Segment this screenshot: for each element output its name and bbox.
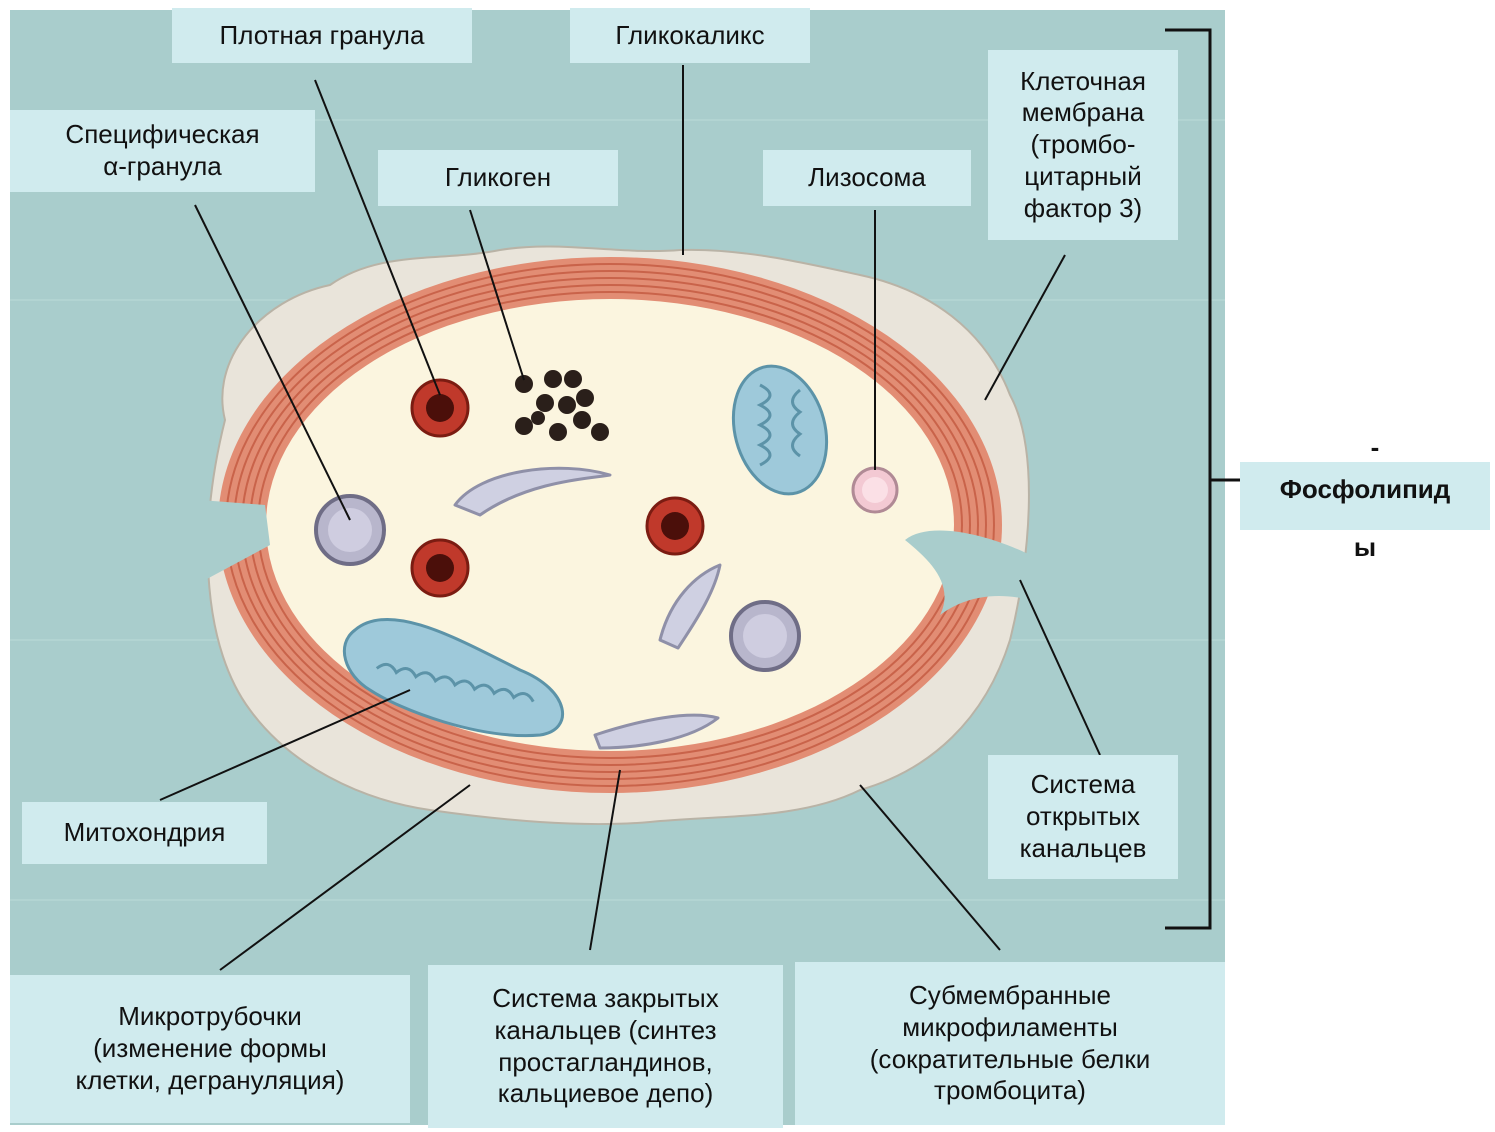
label-glycogen: Гликоген bbox=[378, 150, 618, 206]
label-lysosome: Лизосома bbox=[763, 150, 971, 206]
label-dense-granule: Плотная гранула bbox=[172, 8, 472, 63]
label-submembrane: Субмембранные микрофиламенты (сократител… bbox=[795, 962, 1225, 1125]
label-alpha-granule: Специфическая α-гранула bbox=[10, 110, 315, 192]
label-phospholipids-dash: - bbox=[1360, 432, 1390, 463]
label-cell-membrane: Клеточная мембрана (тромбо- цитарный фак… bbox=[988, 50, 1178, 240]
label-closed-canalicular: Система закрытых канальцев (синтез прост… bbox=[428, 965, 783, 1128]
label-open-canalicular: Система открытых канальцев bbox=[988, 755, 1178, 879]
label-mitochondrion: Митохондрия bbox=[22, 802, 267, 864]
label-microtubules: Микротрубочки (изменение формы клетки, д… bbox=[10, 975, 410, 1123]
label-phospholipids-line2: ы bbox=[1240, 532, 1490, 563]
label-phospholipids: Фосфолипид bbox=[1240, 462, 1490, 530]
label-phospholipids-line1: Фосфолипид bbox=[1280, 474, 1451, 504]
label-glycocalyx: Гликокаликс bbox=[570, 8, 810, 63]
